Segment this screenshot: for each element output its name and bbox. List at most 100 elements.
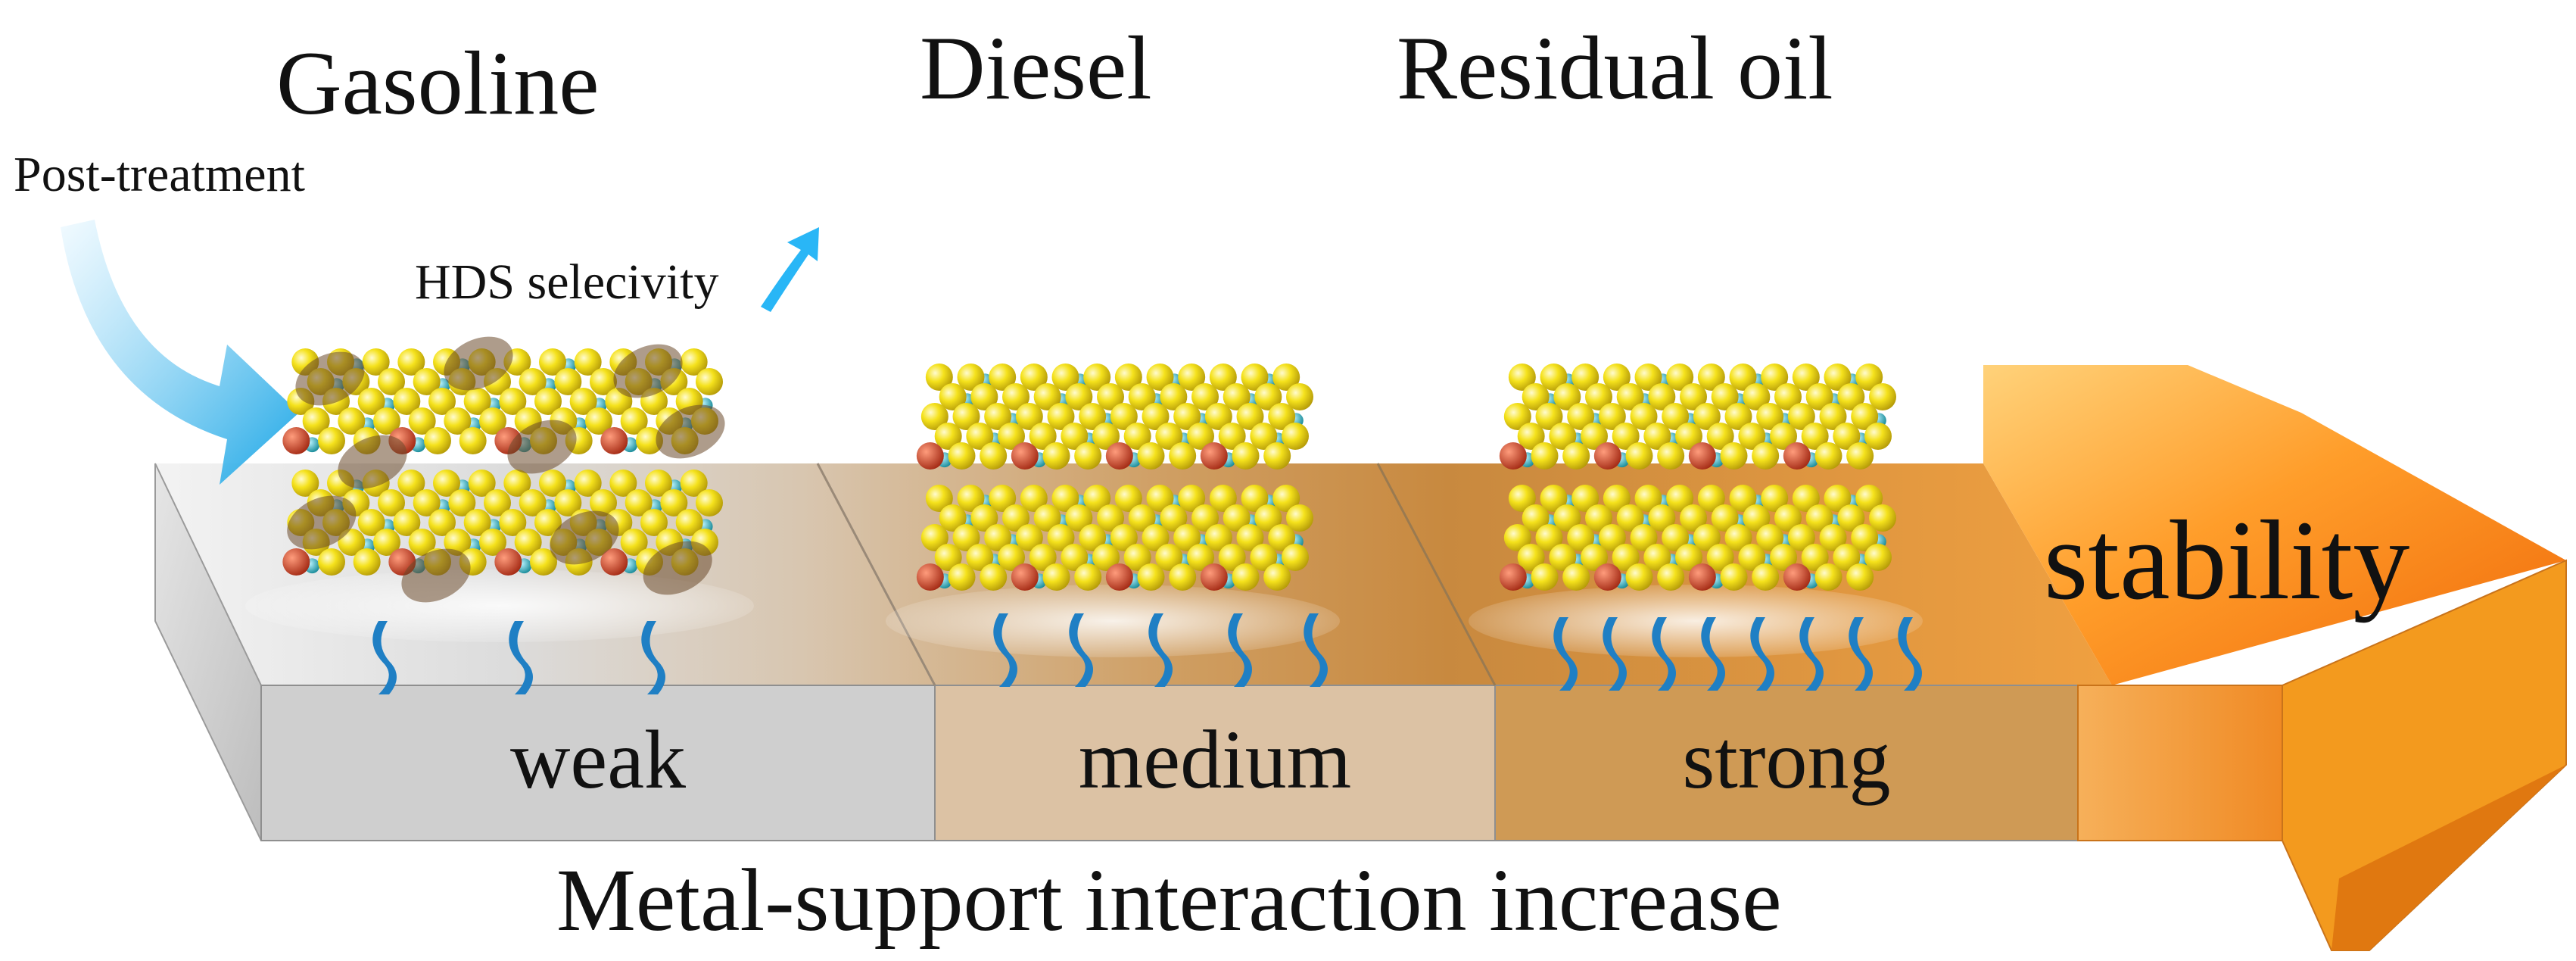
sulfur-atom xyxy=(291,470,319,497)
edge-atom xyxy=(282,548,310,576)
sulfur-atom xyxy=(1535,524,1563,551)
sulfur-atom xyxy=(393,509,421,536)
sulfur-atom xyxy=(1562,442,1590,470)
sulfur-atom xyxy=(1187,423,1214,450)
sulfur-atom xyxy=(1204,524,1232,551)
sulfur-atom xyxy=(1756,524,1784,551)
edge-atom xyxy=(1783,442,1811,470)
sulfur-atom xyxy=(539,470,566,497)
edge-atom xyxy=(1593,442,1621,470)
sulfur-atom xyxy=(479,407,506,435)
sulfur-atom xyxy=(1851,403,1879,430)
adsorbate-blob xyxy=(444,336,513,391)
sulfur-atom xyxy=(1209,485,1237,512)
sulfur-atom xyxy=(1204,403,1232,430)
anchor-group xyxy=(1652,617,1676,691)
sulfur-atom xyxy=(1128,504,1156,532)
anchor-group xyxy=(641,621,665,694)
sulfur-atom xyxy=(424,427,451,454)
sulfur-atom xyxy=(925,363,953,391)
sulfur-atom xyxy=(534,388,562,415)
sulfur-atom xyxy=(1169,563,1197,591)
edge-atom xyxy=(1200,563,1228,591)
sulfur-atom xyxy=(1047,403,1075,430)
support-shadow xyxy=(245,569,754,642)
sulfur-atom xyxy=(970,504,998,532)
sulfur-atom xyxy=(957,363,985,391)
sulfur-atom xyxy=(1837,504,1865,532)
anchor-group xyxy=(1799,617,1824,691)
sulfur-atom xyxy=(1047,524,1075,551)
stability-arrow-shaft-front xyxy=(2077,685,2283,841)
sulfur-atom xyxy=(413,368,441,395)
sulfur-atom xyxy=(353,548,381,576)
sulfur-atom xyxy=(1756,403,1784,430)
sulfur-atom xyxy=(1517,544,1545,571)
sulfur-atom xyxy=(1042,442,1070,470)
sulfur-atom xyxy=(957,485,985,512)
sulfur-atom xyxy=(1837,383,1865,410)
post-treatment-label: Post-treatment xyxy=(14,147,305,202)
sulfur-atom xyxy=(1236,403,1264,430)
sulfur-atom xyxy=(1697,485,1725,512)
anchor-group xyxy=(1750,617,1774,691)
sulfur-atom xyxy=(696,489,723,516)
sulfur-atom xyxy=(1286,504,1313,532)
sulfur-atom xyxy=(1625,442,1653,470)
sulfur-atom xyxy=(378,489,405,516)
sulfur-atom xyxy=(1191,383,1219,410)
sulfur-atom xyxy=(1503,403,1531,430)
sulfur-atom xyxy=(1074,442,1102,470)
sulfur-atom xyxy=(1567,403,1595,430)
sulfur-atom xyxy=(970,383,998,410)
sulfur-atom xyxy=(444,407,472,435)
sulfur-atom xyxy=(1110,403,1138,430)
sulfur-atom xyxy=(1282,423,1309,450)
fuel-label-residual-oil: Residual oil xyxy=(1397,17,1833,118)
sulfur-atom xyxy=(1657,442,1685,470)
edge-atom xyxy=(1011,442,1039,470)
sulfur-atom xyxy=(1146,363,1174,391)
sulfur-atom xyxy=(1272,363,1300,391)
sulfur-atom xyxy=(989,363,1017,391)
sulfur-atom xyxy=(1855,485,1883,512)
sulfur-atom xyxy=(1819,403,1847,430)
sulfur-atom xyxy=(1042,563,1070,591)
sulfur-atom xyxy=(934,423,962,450)
edge-atom xyxy=(1688,563,1716,591)
sulfur-atom xyxy=(1074,563,1102,591)
sulfur-atom xyxy=(463,509,491,536)
sulfur-atom xyxy=(1137,442,1165,470)
anchor-group xyxy=(1553,617,1578,691)
edge-atom xyxy=(1688,442,1716,470)
sulfur-atom xyxy=(1711,383,1739,410)
sulfur-atom xyxy=(378,368,405,395)
sulfur-atom xyxy=(952,403,980,430)
segment-label-medium: medium xyxy=(1078,713,1352,806)
sulfur-atom xyxy=(1549,423,1577,450)
sulfur-atom xyxy=(1508,485,1536,512)
sulfur-atom xyxy=(925,485,953,512)
sulfur-atom xyxy=(530,548,557,576)
sulfur-atom xyxy=(1562,563,1590,591)
sulfur-atom xyxy=(948,563,976,591)
sulfur-atom xyxy=(1232,563,1260,591)
sulfur-atom xyxy=(1522,504,1550,532)
sulfur-atom xyxy=(660,489,688,516)
sulfur-atom xyxy=(519,489,547,516)
adsorbate-blob xyxy=(656,404,725,459)
sulfur-atom xyxy=(609,470,637,497)
sulfur-atom xyxy=(1061,423,1089,450)
sulfur-atom xyxy=(1643,544,1671,571)
sulfur-atom xyxy=(1254,383,1282,410)
edge-atom xyxy=(1200,442,1228,470)
sulfur-atom xyxy=(1540,485,1568,512)
sulfur-atom xyxy=(1002,504,1029,532)
segment-weak-face xyxy=(260,685,936,841)
sulfur-atom xyxy=(554,489,582,516)
sulfur-atom xyxy=(1051,363,1079,391)
sulfur-atom xyxy=(920,403,948,430)
sulfur-atom xyxy=(1770,544,1797,571)
sulfur-atom xyxy=(1662,403,1690,430)
sulfur-atom xyxy=(1263,563,1291,591)
